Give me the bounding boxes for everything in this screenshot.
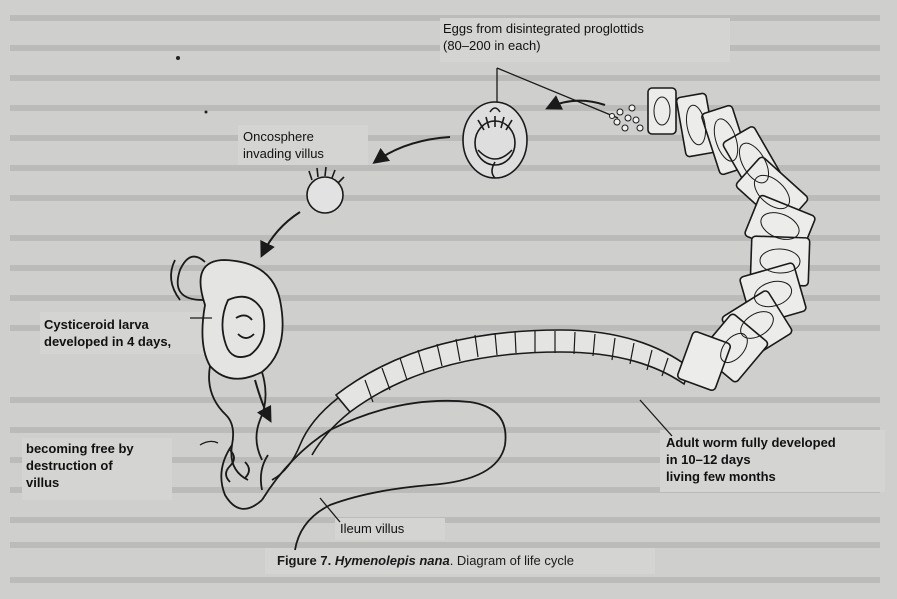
caption-prefix: Figure 7.	[277, 553, 331, 568]
label-ileum: Ileum villus	[340, 520, 404, 537]
worm-neck-2	[312, 412, 350, 455]
label-oncosphere: Oncosphere invading villus	[243, 128, 324, 162]
caption-suffix: . Diagram of life cycle	[450, 553, 574, 568]
caption-species: Hymenolepis nana	[335, 553, 450, 568]
label-adult: Adult worm fully developed in 10–12 days…	[666, 434, 836, 485]
label-eggs: Eggs from disintegrated proglottids (80–…	[443, 20, 644, 54]
worm-neck	[272, 398, 338, 480]
oncosphere	[307, 167, 344, 213]
arrow-oncosphere-to-villus	[262, 212, 300, 255]
speck	[176, 56, 180, 60]
figure-caption: Figure 7. Hymenolepis nana. Diagram of l…	[277, 553, 574, 568]
label-free: becoming free by destruction of villus	[26, 440, 134, 491]
label-cysticeroid: Cysticeroid larva developed in 4 days,	[44, 316, 171, 350]
egg	[463, 102, 527, 178]
speck	[205, 111, 208, 114]
callout-free	[200, 441, 218, 445]
